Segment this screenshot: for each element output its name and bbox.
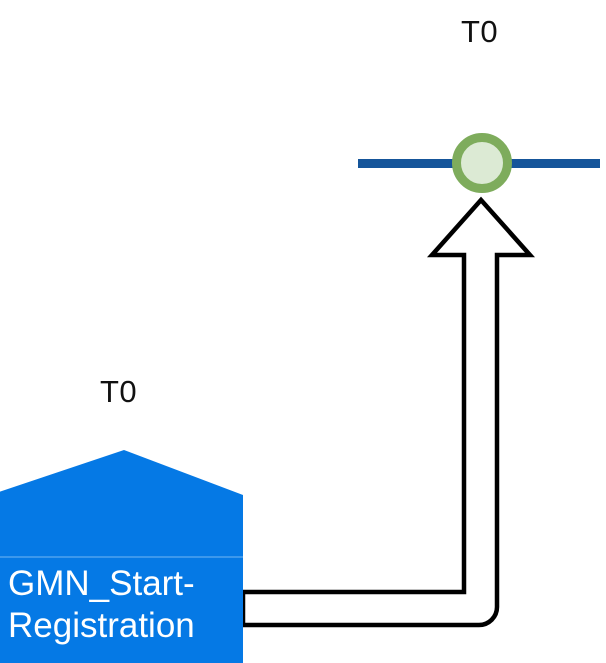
end-event-circle[interactable] — [452, 133, 512, 193]
time-label-top: T0 — [461, 14, 499, 49]
flow-arrow-shape[interactable] — [240, 196, 536, 628]
time-label-bottom: T0 — [100, 374, 138, 409]
node-divider — [0, 556, 243, 558]
start-node-label: GMN_Start- Registration — [8, 564, 195, 645]
